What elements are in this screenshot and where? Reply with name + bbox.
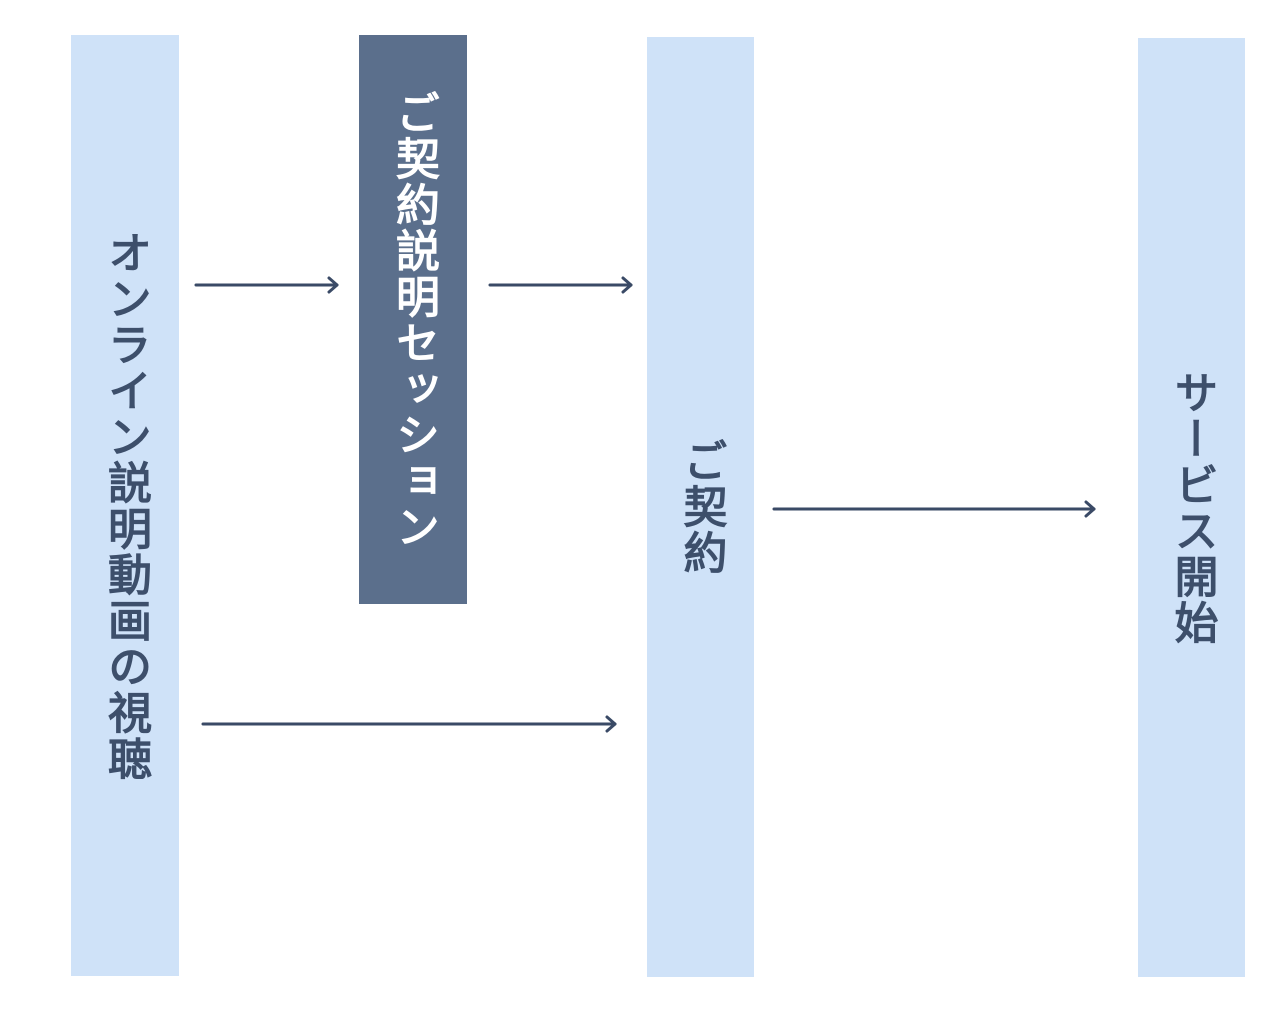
arrow-session-to-contract: [488, 276, 633, 294]
step-service-start-label: サービス開始: [1166, 369, 1218, 646]
step-service-start: サービス開始: [1138, 38, 1245, 977]
step-contract-session: ご契約説明セッション: [359, 35, 467, 604]
step-contract-label: ご契約: [675, 438, 727, 576]
step-watch-video: オンライン説明動画の視聴: [71, 35, 179, 976]
arrow-video-to-session: [194, 276, 339, 294]
step-watch-video-label: オンライン説明動画の視聴: [100, 229, 151, 782]
arrow-video-to-contract: [201, 715, 617, 733]
step-contract: ご契約: [647, 37, 754, 977]
step-contract-session-label: ご契約説明セッション: [388, 89, 439, 550]
arrow-contract-to-service: [772, 500, 1096, 518]
